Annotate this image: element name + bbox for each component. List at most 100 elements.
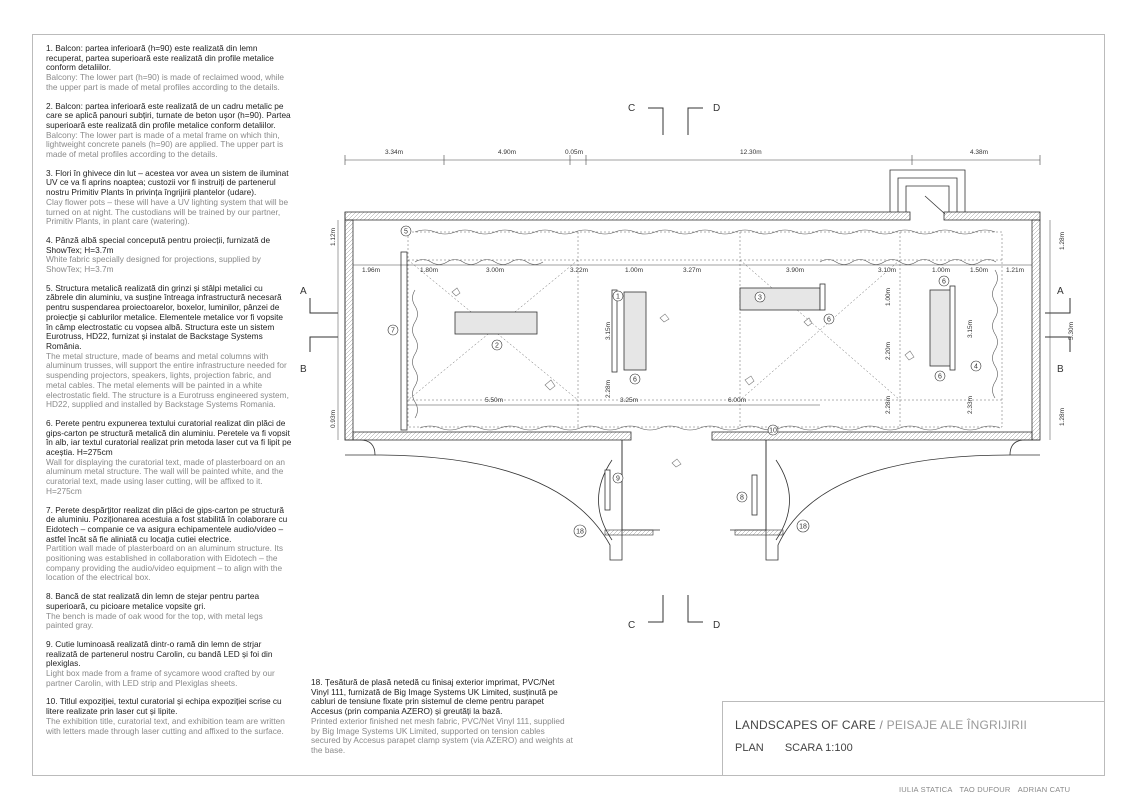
- callout-number: 1: [616, 294, 620, 301]
- note-9: 9. Cutie luminoasă realizată dintr-o ram…: [46, 638, 292, 689]
- note-ro: 1. Balcon: partea inferioară (h=90) este…: [46, 43, 274, 73]
- dim-inner-10: 1.50m: [970, 267, 988, 274]
- plan-label: PLAN: [735, 742, 764, 754]
- dim-inner-4: 3.22m: [570, 267, 588, 274]
- dim-inner-1: 1.96m: [362, 267, 380, 274]
- callout-18a: 18: [573, 524, 587, 538]
- callout-number: 7: [391, 328, 395, 335]
- dim-inner-3: 3.00m: [486, 267, 504, 274]
- dim-top-2: 4.90m: [498, 149, 516, 156]
- scale-label: SCARA 1:100: [784, 742, 853, 754]
- title-en: LANDSCAPES OF CARE: [735, 718, 876, 732]
- dim-v-5: 1.28m: [1059, 408, 1066, 426]
- title-ro: PEISAJE ALE ÎNGRIJIRII: [886, 718, 1028, 732]
- callout-1: 1: [612, 290, 624, 302]
- section-d-bottom: D: [713, 620, 720, 631]
- dim-inner-2: 1.80m: [420, 267, 438, 274]
- note-1: 1. Balcon: partea inferioară (h=90) este…: [46, 43, 292, 93]
- note-2: 2. Balcon: partea inferioară este realiz…: [46, 100, 292, 160]
- note-en: Clay flower pots – these will have a UV …: [46, 196, 289, 227]
- section-d-top: D: [713, 103, 720, 114]
- callout-number: 10: [769, 428, 777, 435]
- section-marks-bottom: C D: [628, 595, 720, 631]
- section-c-bottom: C: [628, 620, 635, 631]
- callout-number: 9: [616, 476, 620, 483]
- dim-top-1: 3.34m: [385, 149, 403, 156]
- inner-dimensions: 1.96m 1.80m 3.00m 3.22m 1.00m 3.27m 3.90…: [353, 264, 1032, 274]
- note-ro: 3. Flori în ghivece din lut – acestea vo…: [46, 167, 289, 198]
- callout-number: 5: [404, 229, 408, 236]
- callout-5: 5: [400, 225, 412, 237]
- callout-number: 18: [799, 524, 807, 531]
- dim-top-4: 12.30m: [740, 149, 762, 156]
- note-ro: 8. Bancă de stat realizată din lemn de s…: [46, 591, 260, 611]
- note-10: 10. Titlul expoziției, textul curatorial…: [46, 697, 292, 736]
- callout-number: 6: [942, 279, 946, 286]
- section-b-left: B: [300, 364, 307, 375]
- note-en: Balcony: The lower part (h=90) is made o…: [46, 72, 285, 92]
- dim-inner-9: 1.00m: [932, 267, 950, 274]
- dim-v-3: 1.28m: [1059, 232, 1066, 250]
- note-en: Partition wall made of plasterboard on a…: [46, 543, 284, 583]
- dim-v-11: 3.15m: [967, 320, 974, 338]
- note-en: Wall for displaying the curatorial text,…: [46, 456, 286, 496]
- callout-6b: 6: [823, 313, 835, 325]
- plant-icons: [451, 287, 915, 468]
- callout-18b: 18: [796, 519, 810, 533]
- partition-wall: [400, 251, 408, 431]
- callout-7: 7: [387, 324, 399, 336]
- note-18: 18. Țesătură de plasă netedă cu finisaj …: [311, 677, 573, 756]
- dim-lower-3: 6.00m: [728, 397, 746, 404]
- callout-number: 6: [938, 374, 942, 381]
- dim-v-4: 5.30m: [1068, 322, 1075, 340]
- drawing-frame: [32, 34, 1105, 776]
- top-dimension-line: [344, 155, 1041, 165]
- note-en: White fabric specially designed for proj…: [46, 254, 261, 275]
- callout-10: 10: [767, 424, 779, 436]
- section-marks-left: A B: [300, 286, 338, 375]
- dim-inner-7: 3.90m: [786, 267, 804, 274]
- note-en: The bench is made of oak wood for the to…: [46, 610, 263, 631]
- section-c-top: C: [628, 103, 635, 114]
- note-en: The exhibition title, curatorial text, a…: [46, 715, 285, 736]
- truss-structure: [407, 231, 1003, 428]
- callout-6a: 6: [629, 373, 641, 385]
- callout-number: 4: [974, 364, 978, 371]
- dim-inner-8: 3.10m: [878, 267, 896, 274]
- notes-legend: 1. Balcon: partea inferioară (h=90) este…: [46, 43, 292, 745]
- note-ro: 7. Perete despărțitor realizat din plăci…: [46, 504, 288, 544]
- vertical-dimensions: 1.12m 0.93m 1.28m 5.30m 1.28m 3.15m 2.28…: [330, 220, 1075, 440]
- dim-lower-1: 5.50m: [485, 397, 503, 404]
- note-ro: 6. Perete pentru expunerea textului cura…: [46, 417, 292, 458]
- section-marks-right: A B: [1045, 286, 1071, 375]
- dim-v-12: 2.33m: [967, 396, 974, 414]
- plan-scale: PLAN SCARA 1:100: [735, 742, 871, 754]
- section-marks-top: C D: [628, 103, 720, 135]
- dim-v-7: 2.28m: [605, 380, 612, 398]
- dim-top-5: 4.38m: [970, 149, 988, 156]
- projection-fabric: [412, 229, 1001, 431]
- note-6: 6. Perete pentru expunerea textului cura…: [46, 417, 292, 497]
- note-3: 3. Flori în ghivece din lut – acestea vo…: [46, 167, 292, 227]
- note-ro: 10. Titlul expoziției, textul curatorial…: [46, 696, 282, 717]
- note-ro: 2. Balcon: partea inferioară este realiz…: [46, 100, 291, 130]
- note-ro: 9. Cutie luminoasă realizată dintr-o ram…: [46, 638, 273, 669]
- note-en: Balcony: The lower part is made of a met…: [46, 129, 284, 160]
- note-8: 8. Bancă de stat realizată din lemn de s…: [46, 591, 292, 631]
- note-ro: 18. Țesătură de plasă netedă cu finisaj …: [311, 677, 558, 717]
- note-5: 5. Structura metalică realizată din grin…: [46, 283, 292, 410]
- dim-inner-6: 3.27m: [683, 267, 701, 274]
- note-ro: 4. Pânză albă special concepută pentru p…: [46, 234, 271, 255]
- section-b-right: B: [1057, 364, 1064, 375]
- note-en: Light box made from a frame of sycamore …: [46, 668, 275, 688]
- dim-v-8: 1.00m: [885, 288, 892, 306]
- callout-8: 8: [736, 491, 748, 503]
- dim-v-10: 2.28m: [885, 396, 892, 414]
- dim-v-9: 2.20m: [885, 342, 892, 360]
- author-3: ADRIAN CATU: [1017, 785, 1071, 794]
- item-callouts: 1 2 3 4 5 6 6 6 6 7 8 9 10 18 18: [387, 225, 982, 538]
- callout-number: 6: [633, 377, 637, 384]
- dim-top-3: 0.05m: [565, 149, 583, 156]
- authors: IULIA STATICA TAO DUFOUR ADRIAN CATU: [894, 785, 1070, 794]
